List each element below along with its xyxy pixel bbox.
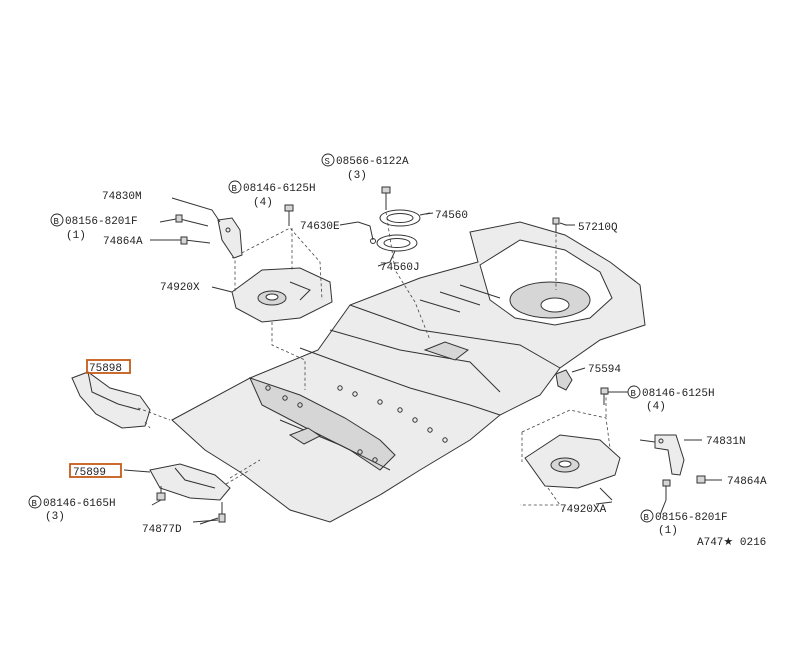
- bolt-marker-letter: B: [54, 217, 60, 227]
- label-08156-8201F-lower: 08156-8201F: [655, 512, 728, 524]
- label-08156-8201F-upper: 08156-8201F: [65, 216, 138, 228]
- part-74830M: [171, 197, 243, 259]
- part-74920XA: [520, 392, 621, 506]
- label-08156-lower-qty: (1): [658, 525, 678, 537]
- label-74920X: 74920X: [160, 282, 200, 294]
- part-75594: [555, 367, 628, 405]
- bolt-marker-letter: B: [232, 184, 238, 194]
- highlight-75899: [69, 463, 122, 478]
- label-57210Q: 57210Q: [578, 222, 618, 234]
- label-08146-6165H: 08146-6165H: [43, 498, 116, 510]
- bolt-marker-icon: [640, 509, 654, 523]
- part-74831N: [639, 434, 722, 500]
- drawing-code: A747★ 0216: [697, 537, 766, 549]
- bolt-marker-icon: [228, 180, 242, 194]
- floor-holes: [265, 385, 448, 463]
- label-74830M: 74830M: [102, 191, 142, 203]
- label-74560: 74560: [435, 210, 468, 222]
- label-74630E: 74630E: [300, 221, 340, 233]
- bolts-upper-left: [150, 204, 294, 245]
- label-08146-right-qty: (4): [646, 401, 666, 413]
- label-74864A-right: 74864A: [727, 476, 767, 488]
- label-08146-6125H-right: 08146-6125H: [642, 388, 715, 400]
- bolt-marker-letter: B: [32, 499, 38, 509]
- label-74877D: 74877D: [142, 524, 182, 536]
- part-labels: S 08566-6122A (3) 74830M B 08146-6125H (…: [28, 153, 767, 549]
- label-08146-6125H-upper: 08146-6125H: [243, 183, 316, 195]
- label-08156-upper-qty: (1): [66, 230, 86, 242]
- label-74831N: 74831N: [706, 436, 746, 448]
- part-75898: [71, 371, 171, 429]
- bolt-marker-icon: [50, 213, 64, 227]
- part-74920X: [231, 267, 333, 323]
- part-74560: [357, 186, 431, 341]
- label-08566-6122A: 08566-6122A: [336, 156, 409, 168]
- screw-marker-icon: [321, 153, 335, 167]
- highlight-75898: [86, 359, 131, 374]
- label-74920XA: 74920XA: [560, 504, 607, 516]
- bolt-marker-icon: [627, 385, 641, 399]
- label-74864A-upper: 74864A: [103, 236, 143, 248]
- screw-marker-letter: S: [325, 157, 330, 167]
- label-75594: 75594: [588, 364, 621, 376]
- label-08146-upper-qty: (4): [253, 197, 273, 209]
- dashes-74920X: [231, 227, 323, 390]
- label-08566-qty: (3): [347, 170, 367, 182]
- label-75899: 75899: [73, 467, 106, 479]
- bolt-marker-icon: [28, 495, 42, 509]
- label-08146-lower-qty: (3): [45, 511, 65, 523]
- bolt-marker-letter: B: [631, 389, 637, 399]
- leader-lines: [151, 212, 667, 523]
- bolt-marker-letter: B: [644, 513, 650, 523]
- floor-pan: [171, 221, 646, 523]
- label-75898: 75898: [89, 363, 122, 375]
- label-74560J: 74560J: [380, 262, 420, 274]
